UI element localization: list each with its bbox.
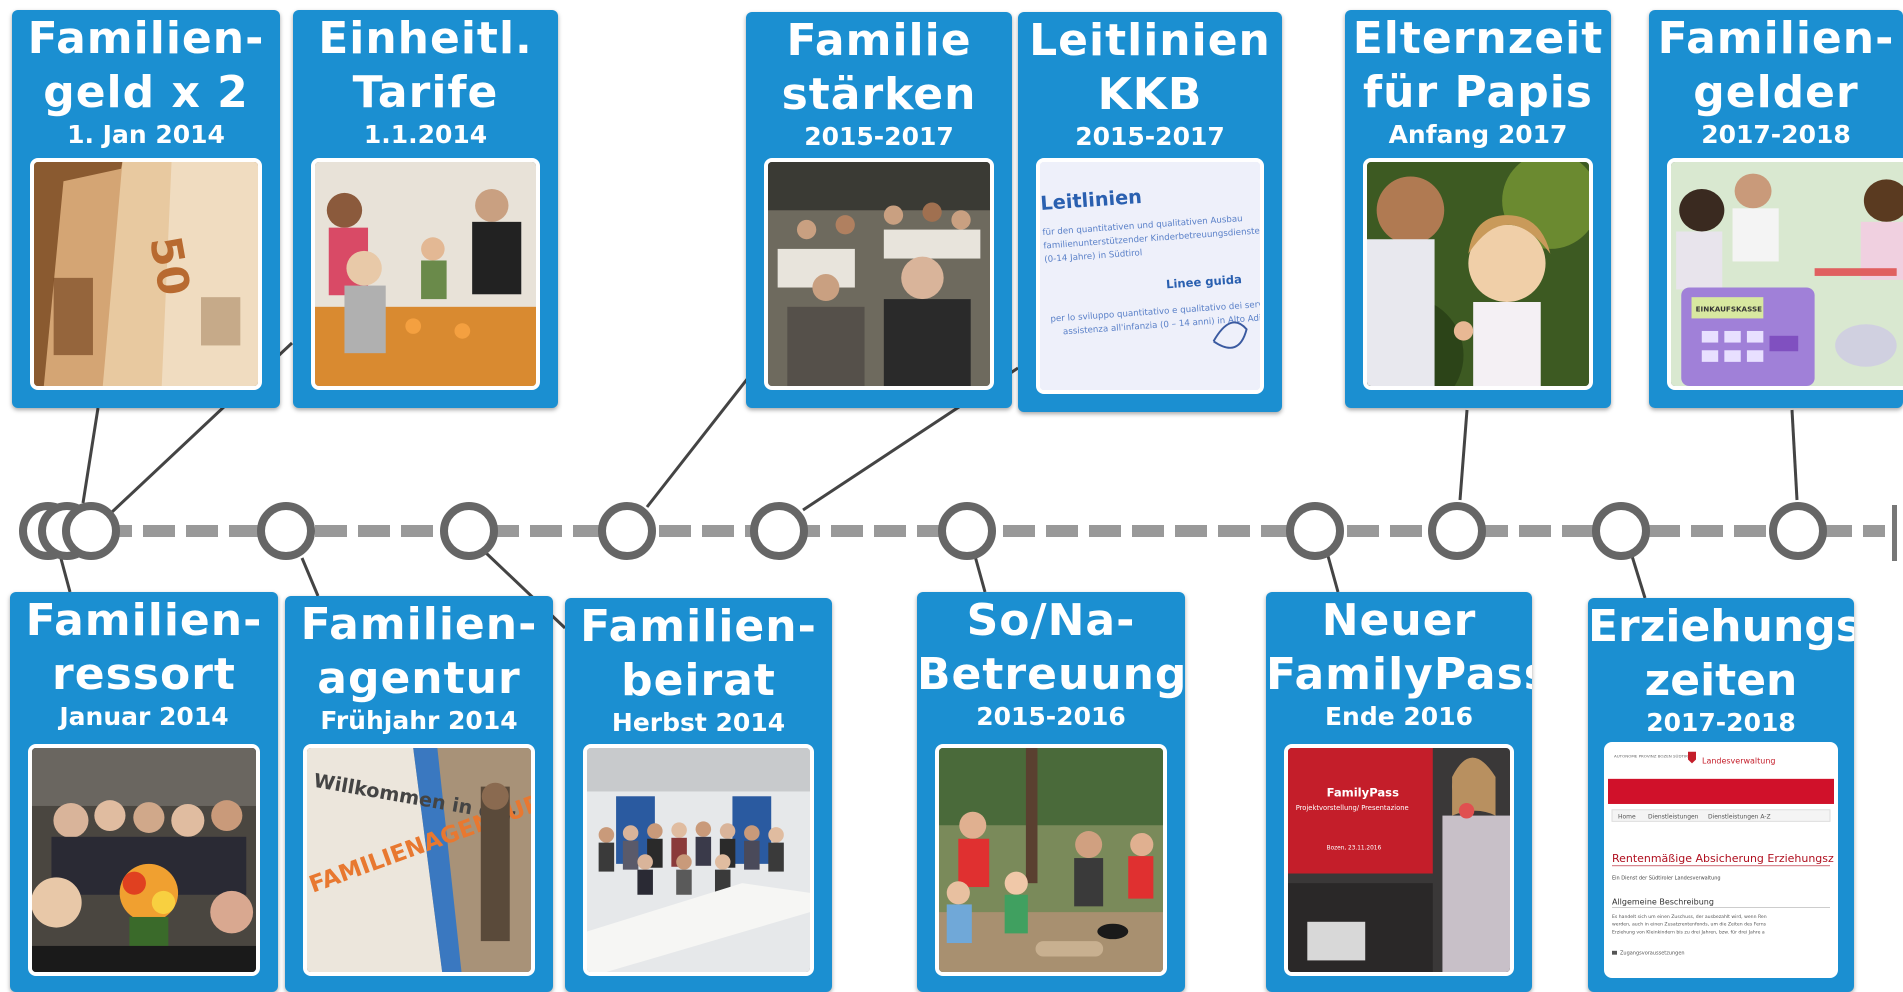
web-nav-home: Home bbox=[1618, 815, 1636, 821]
card-date: 2017-2018 bbox=[1646, 708, 1796, 737]
web-nav-services-az: Dienstleistungen A-Z bbox=[1708, 815, 1771, 821]
connector-erziehungszeiten bbox=[1630, 555, 1647, 599]
web-body: Es handelt sich um einen Zuschuss, der a… bbox=[1612, 914, 1768, 935]
timeline-node bbox=[938, 502, 996, 560]
slide-heading: FamilyPass bbox=[1327, 785, 1399, 799]
card-title: Leitlinien KKB bbox=[1029, 15, 1271, 120]
card-date: Frühjahr 2014 bbox=[320, 706, 518, 735]
card-photo-group-selfie bbox=[28, 744, 260, 976]
card-so-na-betreuung[interactable]: So/Na- Betreuung 2015-2016 bbox=[917, 592, 1185, 992]
card-date: Januar 2014 bbox=[59, 702, 229, 731]
card-photo-workshop bbox=[764, 158, 994, 390]
connector-familienressort bbox=[58, 554, 72, 593]
card-title: Familien- geld x 2 bbox=[27, 13, 265, 118]
connector-familypass bbox=[1326, 555, 1340, 593]
web-header-small: AUTONOME PROVINZ BOZEN SÜDTIROL bbox=[1614, 754, 1694, 759]
card-date: 2015-2017 bbox=[1075, 122, 1225, 151]
card-photo-toy-register: EINKAUFSKASSE bbox=[1667, 158, 1903, 390]
card-date: 2015-2017 bbox=[804, 122, 954, 151]
card-photo-euro-banknotes: 50 bbox=[30, 158, 262, 390]
card-date: 1.1.2014 bbox=[363, 120, 488, 149]
card-date: Herbst 2014 bbox=[611, 708, 786, 737]
card-elternzeit-papis[interactable]: Elternzeit für Papis Anfang 2017 bbox=[1345, 10, 1611, 408]
card-photo-children-woods bbox=[935, 744, 1167, 976]
timeline-node bbox=[440, 502, 498, 560]
card-title: So/Na- Betreuung bbox=[917, 595, 1185, 700]
connector-familienagentur bbox=[300, 557, 320, 597]
card-date: 2017-2018 bbox=[1701, 120, 1851, 149]
card-title: Familien- agentur bbox=[300, 599, 538, 704]
card-familiengelder[interactable]: Familien- gelder 2017-2018 EINKAUFSKASSE bbox=[1649, 10, 1903, 408]
card-title: Familien- gelder bbox=[1657, 13, 1895, 118]
doc-heading-it: Linee guida bbox=[1166, 272, 1243, 291]
card-leitlinien-kkb[interactable]: Leitlinien KKB 2015-2017 Leitlinien für … bbox=[1018, 12, 1282, 412]
web-section: Allgemeine Beschreibung bbox=[1612, 898, 1714, 907]
card-title: Elternzeit für Papis bbox=[1352, 13, 1604, 118]
connector-so-na bbox=[973, 555, 987, 593]
card-einheitl-tarife[interactable]: Einheitl. Tarife 1.1.2014 bbox=[293, 10, 558, 408]
connector-familiengeld bbox=[81, 407, 100, 504]
card-date: Ende 2016 bbox=[1324, 702, 1473, 731]
banknote-value: 50 bbox=[139, 233, 199, 300]
card-photo-familypass-presentation: FamilyPass Projektvorstellung/ Presentaz… bbox=[1284, 744, 1514, 976]
card-familiengeld-x2[interactable]: Familien- geld x 2 1. Jan 2014 50 bbox=[12, 10, 280, 408]
card-title: Familien- beirat bbox=[580, 601, 817, 706]
card-photo-admin-webpage: AUTONOME PROVINZ BOZEN SÜDTIROL Landesve… bbox=[1604, 742, 1838, 978]
timeline-node bbox=[1428, 502, 1486, 560]
connector-familiengelder bbox=[1790, 409, 1799, 501]
card-neuer-familypass[interactable]: Neuer FamilyPass Ende 2016 FamilyPass Pr… bbox=[1266, 592, 1532, 992]
timeline-node bbox=[1286, 502, 1344, 560]
card-photo-agency-sign: Willkommen in der FAMILIENAGENTUR bbox=[303, 744, 535, 976]
card-title: Einheitl. Tarife bbox=[318, 13, 533, 118]
timeline-end-marker bbox=[1892, 505, 1897, 561]
timeline-node bbox=[1769, 502, 1827, 560]
connector-familie-staerken bbox=[645, 377, 750, 508]
card-photo-father-child bbox=[1363, 158, 1593, 390]
slide-date: Bozen, 23.11.2016 bbox=[1327, 845, 1382, 851]
slide-sub: Projektvorstellung/ Presentazione bbox=[1296, 804, 1409, 812]
web-brand: Landesverwaltung bbox=[1702, 757, 1776, 766]
web-heading: Rentenmäßige Absicherung Erziehungszei bbox=[1612, 852, 1834, 865]
connector-elternzeit bbox=[1458, 409, 1469, 501]
timeline-node bbox=[257, 502, 315, 560]
timeline-node bbox=[598, 502, 656, 560]
card-title: Familien- ressort bbox=[25, 595, 263, 700]
card-familienressort[interactable]: Familien- ressort Januar 2014 bbox=[10, 592, 278, 992]
toy-label: EINKAUFSKASSE bbox=[1696, 306, 1763, 314]
card-date: Anfang 2017 bbox=[1388, 120, 1568, 149]
card-familienbeirat[interactable]: Familien- beirat Herbst 2014 bbox=[565, 598, 832, 992]
card-photo-group-meeting bbox=[583, 744, 814, 976]
card-date: 2015-2016 bbox=[976, 702, 1126, 731]
card-date: 1. Jan 2014 bbox=[67, 120, 225, 149]
card-title: Familie stärken bbox=[781, 15, 977, 120]
card-title: Neuer FamilyPass bbox=[1266, 595, 1532, 700]
card-title: Erziehungs zeiten bbox=[1588, 601, 1854, 706]
card-photo-document: Leitlinien für den quantitativen und qua… bbox=[1036, 158, 1264, 394]
timeline-node bbox=[750, 502, 808, 560]
web-footer: Zugangsvoraussetzungen bbox=[1620, 951, 1685, 957]
timeline-node bbox=[62, 502, 120, 560]
web-line1: Ein Dienst der Südtiroler Landesverwaltu… bbox=[1612, 875, 1721, 881]
card-photo-daycare bbox=[311, 158, 540, 390]
web-nav-services: Dienstleistungen bbox=[1648, 815, 1699, 821]
card-familienagentur[interactable]: Familien- agentur Frühjahr 2014 Willkomm… bbox=[285, 596, 553, 992]
card-erziehungszeiten[interactable]: Erziehungs zeiten 2017-2018 AUTONOME PRO… bbox=[1588, 598, 1854, 992]
card-familie-staerken[interactable]: Familie stärken 2015-2017 bbox=[746, 12, 1012, 408]
timeline-node bbox=[1592, 502, 1650, 560]
